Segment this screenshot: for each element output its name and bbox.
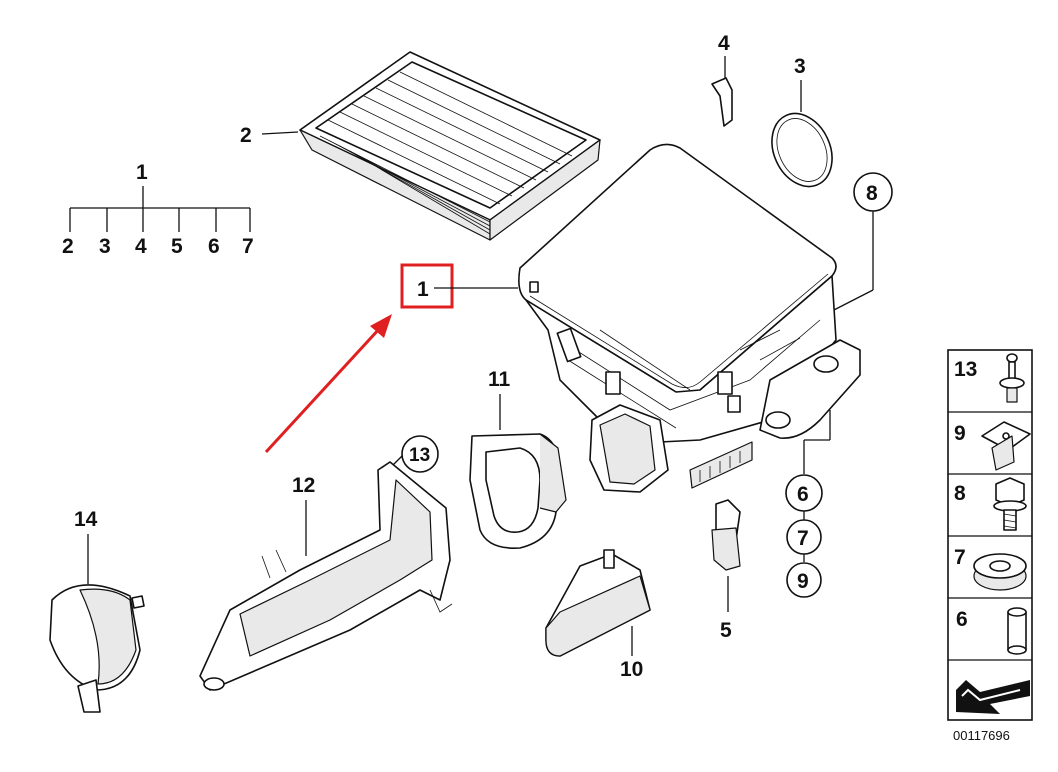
- grommet-icon: [973, 553, 1027, 591]
- tree-child-label: 7: [242, 235, 254, 258]
- filter-element-drawing: 2: [240, 51, 601, 241]
- sleeve-icon: [1007, 607, 1027, 655]
- legend-item-label: 13: [954, 358, 977, 381]
- bracket-drawing: 10: [545, 549, 651, 681]
- callout-cover: 14: [74, 508, 98, 531]
- tree-child-label: 3: [99, 235, 111, 258]
- tree-child-label: 2: [62, 235, 74, 258]
- grommet-chain: 6 7 9: [785, 410, 831, 598]
- parts-legend: 13 9 8 7 6: [947, 349, 1033, 721]
- clip-drawing: 4: [711, 32, 733, 127]
- sensor-drawing: 5: [711, 499, 741, 642]
- legend-item-label: 8: [954, 482, 966, 505]
- callout-bolt: 8: [866, 182, 878, 205]
- legend-item-label: 7: [954, 546, 966, 569]
- callout-air-channel: 12: [292, 474, 315, 497]
- highlight-arrow: [264, 314, 392, 454]
- legend-item-label: 9: [954, 422, 966, 445]
- callout-filter-element: 2: [240, 124, 252, 147]
- tree-child-label: 5: [171, 235, 183, 258]
- callout-grommet-a: 6: [797, 483, 809, 506]
- callout-sensor: 5: [720, 619, 732, 642]
- callout-rivet: 13: [409, 445, 430, 466]
- callout-intake-duct: 11: [488, 368, 511, 391]
- callout-grommet-b: 7: [797, 527, 809, 550]
- callout-main-assembly: 1: [417, 278, 429, 301]
- hierarchy-tree: 1 2 3 4 5 6 7: [62, 161, 254, 258]
- nut-clip-icon: [981, 421, 1031, 471]
- filter-housing-drawing: [518, 143, 861, 493]
- callout-clip: 4: [718, 32, 730, 55]
- callout-bracket: 10: [620, 658, 643, 681]
- callout-seal-ring: 3: [794, 55, 806, 78]
- bolt-icon: [993, 477, 1027, 531]
- tree-child-label: 4: [135, 235, 147, 258]
- callout-nut: 9: [797, 570, 809, 593]
- diagram-code: 00117696: [953, 728, 1010, 743]
- bolt-callout: 8: [829, 172, 893, 360]
- seal-ring-drawing: 3: [771, 55, 833, 188]
- main-assembly-callout[interactable]: 1: [264, 263, 518, 454]
- air-channel-drawing: 12: [199, 461, 453, 691]
- highlight-box: [400, 263, 454, 309]
- tree-root-label: 1: [136, 161, 148, 184]
- rivet-icon: [999, 353, 1025, 403]
- tree-child-label: 6: [208, 235, 220, 258]
- intake-duct-drawing: 11: [469, 368, 567, 549]
- catalog-arrow-icon: [956, 680, 1030, 714]
- cover-drawing: 14: [49, 508, 145, 713]
- legend-item-label: 6: [956, 608, 968, 631]
